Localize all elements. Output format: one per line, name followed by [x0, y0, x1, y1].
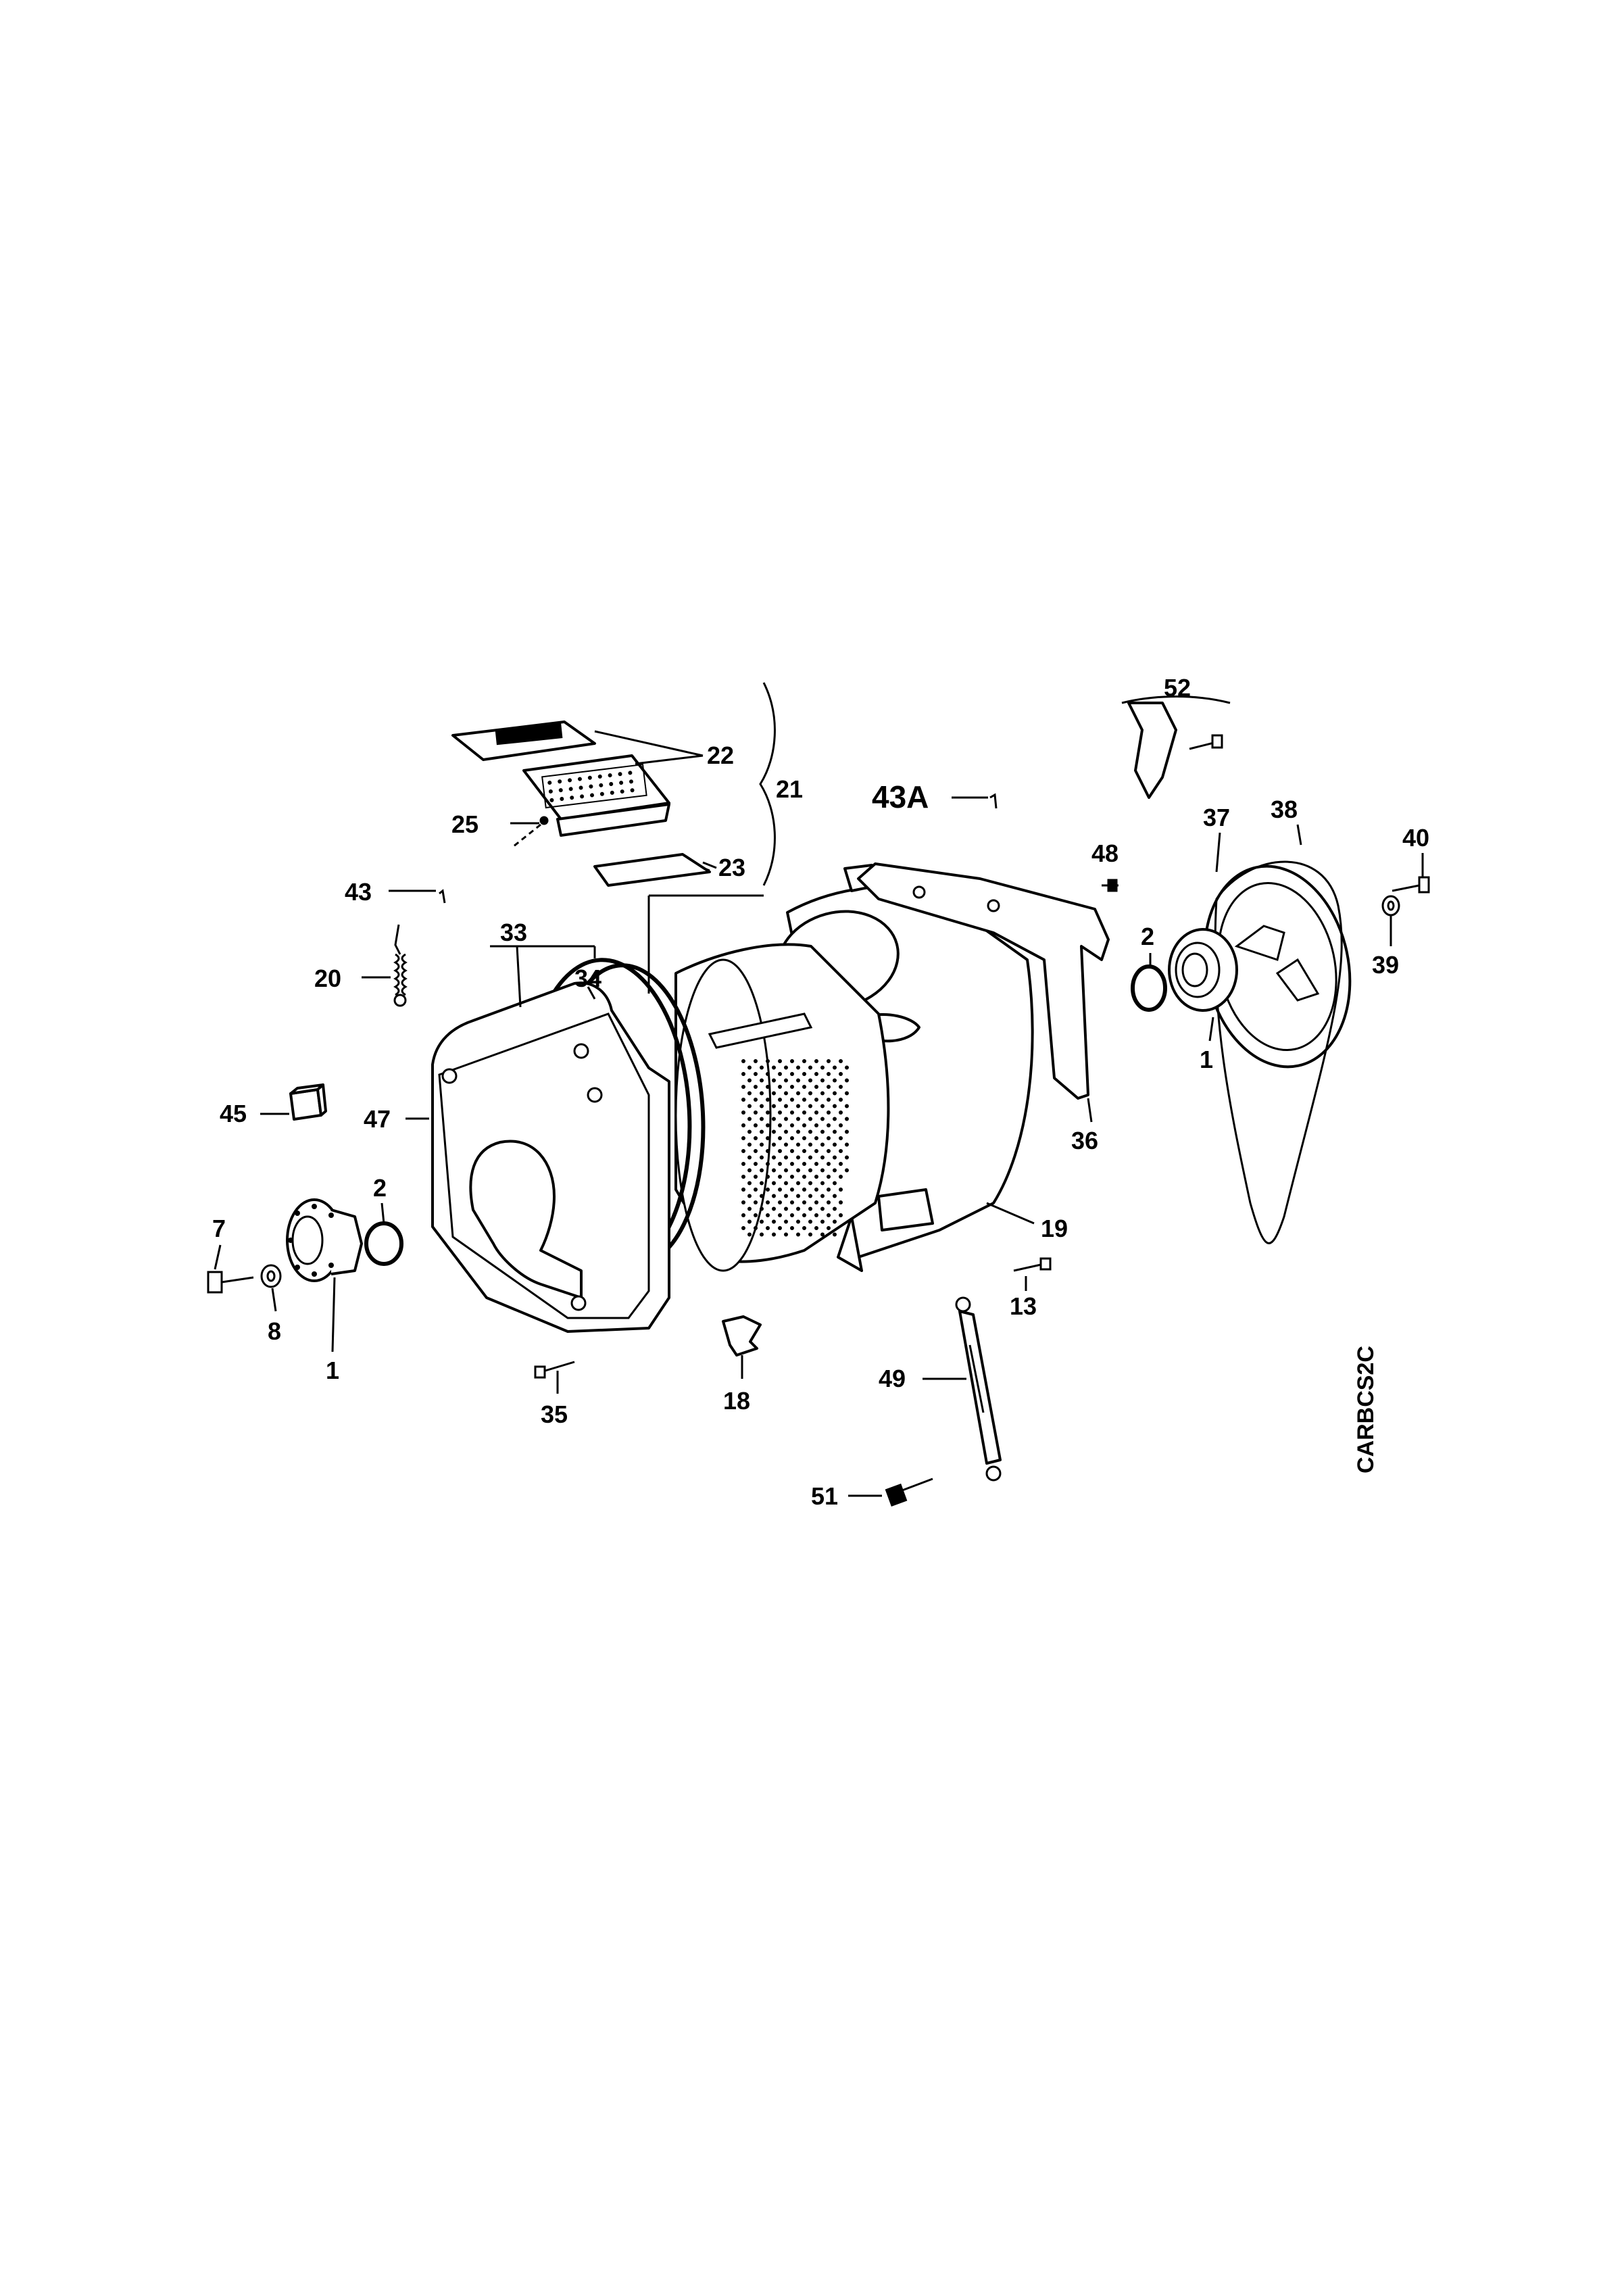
o-ring-2-rear [1131, 964, 1167, 1012]
label-34: 34 [574, 964, 601, 992]
label-43a: 43A [872, 779, 929, 814]
bracket-52 [1127, 702, 1223, 799]
label-18: 18 [723, 1387, 750, 1415]
label-49: 49 [879, 1365, 906, 1392]
drum-baffle-assembly [451, 720, 711, 887]
washer-39 [1381, 895, 1400, 917]
pulley-37 [1203, 864, 1352, 1069]
label-1-rear: 1 [1200, 1046, 1213, 1073]
label-2-rear: 2 [1141, 923, 1154, 950]
label-43: 43 [345, 878, 372, 906]
clip-18 [722, 1315, 762, 1357]
pin-51 [885, 1477, 933, 1507]
label-36: 36 [1071, 1127, 1098, 1154]
label-21: 21 [776, 775, 803, 803]
label-2-front: 2 [373, 1174, 387, 1202]
label-33: 33 [500, 919, 527, 946]
front-bearing-housing-1 [286, 1198, 363, 1282]
drive-belt-38 [1214, 860, 1343, 1244]
label-52: 52 [1164, 674, 1191, 702]
label-19: 19 [1041, 1215, 1068, 1242]
drum-21 [674, 943, 890, 1272]
rear-bearing-housing-1 [1168, 928, 1238, 1012]
o-ring-2 [364, 1221, 403, 1266]
label-40: 40 [1402, 824, 1429, 852]
label-51: 51 [811, 1482, 838, 1510]
label-23: 23 [718, 854, 745, 881]
screw-35 [534, 1361, 575, 1379]
label-13: 13 [1010, 1292, 1037, 1320]
tub-bracket-36 [857, 862, 1110, 1100]
label-35: 35 [541, 1400, 568, 1428]
bolt-7 [207, 1271, 254, 1294]
label-47: 47 [364, 1105, 391, 1133]
spring-20 [393, 924, 408, 1007]
label-1-front: 1 [326, 1357, 339, 1384]
label-7: 7 [212, 1215, 226, 1242]
drawing-code: CARBCS2C [1353, 1346, 1379, 1473]
screw-13 [1013, 1257, 1052, 1272]
damper-pad-45 [289, 1083, 327, 1121]
label-45: 45 [220, 1100, 247, 1127]
bolt-40 [1392, 876, 1430, 894]
label-48: 48 [1091, 839, 1119, 867]
label-20: 20 [314, 964, 341, 992]
label-39: 39 [1372, 951, 1399, 979]
label-22: 22 [707, 741, 734, 769]
label-38: 38 [1271, 796, 1298, 823]
shock-absorber-49 [955, 1296, 1002, 1482]
label-25: 25 [451, 810, 478, 838]
front-tub-47 [431, 981, 670, 1333]
label-37: 37 [1203, 804, 1230, 831]
label-8: 8 [268, 1317, 281, 1345]
screw-48 [1102, 879, 1119, 892]
washer-8 [260, 1264, 282, 1288]
